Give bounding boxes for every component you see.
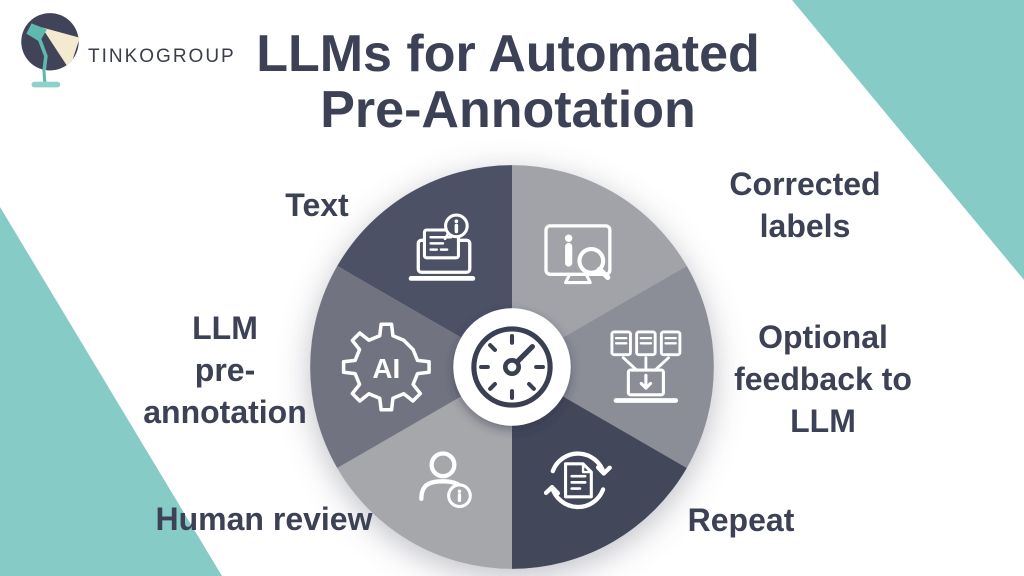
label-corrected-labels: Corrected labels bbox=[729, 166, 881, 244]
lamp-leg bbox=[42, 69, 47, 83]
gear-ai-label: AI bbox=[372, 353, 400, 384]
label-llm-pre-annotation: LLM pre- annotation bbox=[143, 310, 307, 430]
label-human-review: Human review bbox=[155, 501, 373, 538]
segment-llm-pre-annotation bbox=[310, 266, 512, 468]
document-refresh-icon bbox=[543, 451, 612, 510]
documents-to-laptop-icon bbox=[610, 330, 682, 403]
brand-wordmark: TINKOGROUP bbox=[88, 46, 236, 67]
teal-triangle-top-right bbox=[792, 0, 1024, 280]
brand-logo: TINKOGROUP bbox=[18, 10, 278, 96]
label-optional-feedback: Optional feedback to LLM bbox=[734, 319, 912, 439]
segment-human-review bbox=[337, 367, 512, 569]
teal-triangle-bottom-left bbox=[0, 207, 222, 576]
wheel-center-hub bbox=[453, 308, 571, 426]
laptop-document-info-icon bbox=[408, 213, 476, 281]
desk-lamp-icon bbox=[21, 13, 79, 88]
lamp-base bbox=[31, 81, 61, 88]
lamp-arm bbox=[38, 39, 48, 71]
lamp-light-beam bbox=[41, 27, 79, 70]
segment-corrected-labels bbox=[512, 165, 687, 367]
segment-optional-feedback bbox=[512, 266, 714, 468]
person-info-icon bbox=[419, 451, 472, 509]
lamp-head bbox=[26, 23, 47, 42]
page-title: LLMs for Automated Pre-Annotation bbox=[256, 25, 760, 139]
gear-ai-icon: AI bbox=[341, 322, 431, 412]
process-wheel: AI bbox=[310, 165, 714, 569]
label-text: Text bbox=[285, 187, 349, 224]
speedometer-icon bbox=[471, 326, 553, 408]
label-repeat: Repeat bbox=[687, 502, 795, 539]
segment-text bbox=[337, 165, 512, 367]
monitor-info-magnifier-icon bbox=[544, 224, 612, 285]
